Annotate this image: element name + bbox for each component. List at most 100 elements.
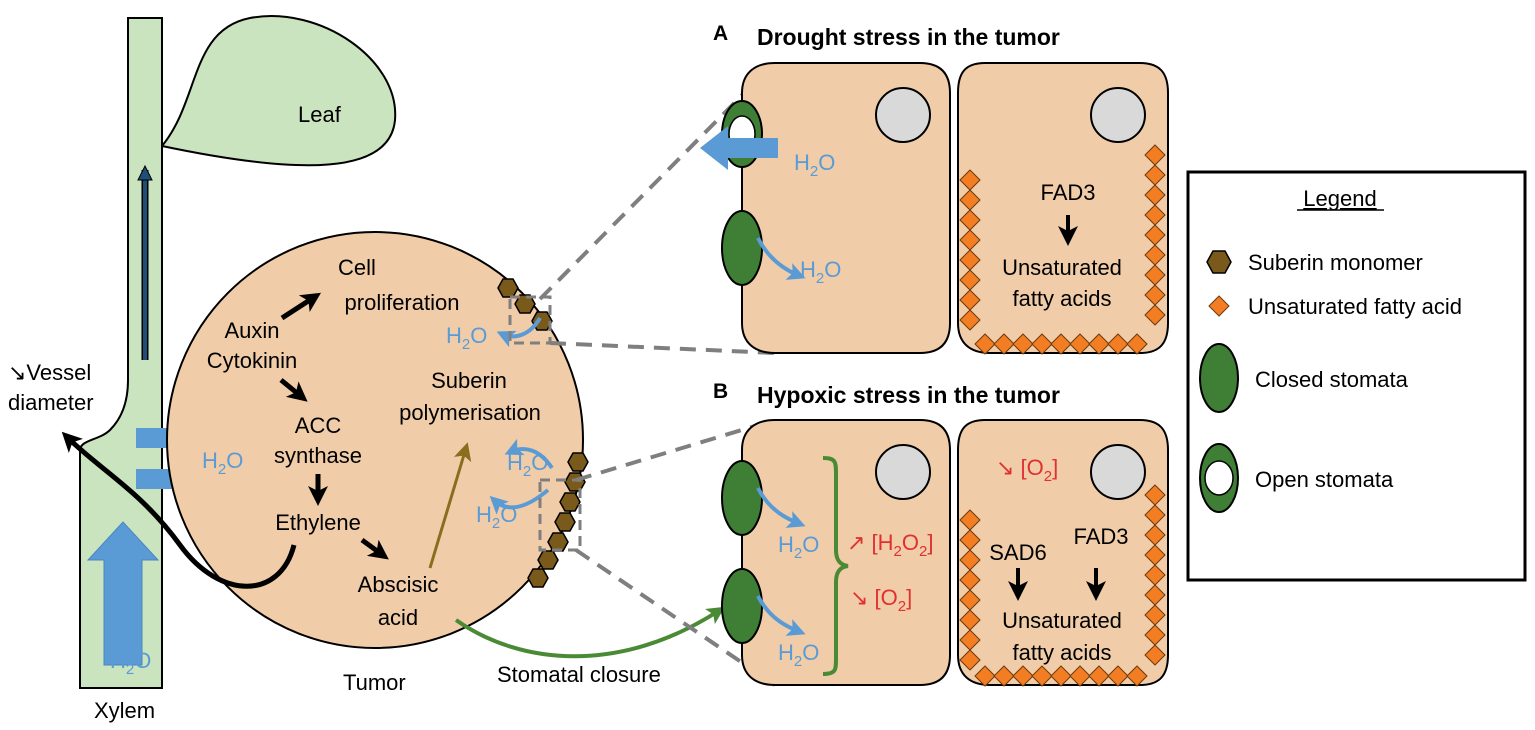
fatty-acid-diamond (1107, 665, 1129, 687)
panel-b-closed-stomata-upper (721, 460, 763, 536)
tumor-water-arrows (489, 316, 554, 515)
fatty-acid-diamond (1050, 665, 1072, 687)
fatty-acid-diamond (1069, 333, 1091, 355)
tumor-water-top: H2O (446, 323, 487, 353)
fatty-acid-diamond (1012, 333, 1034, 355)
zoom-box-b (538, 478, 582, 552)
fatty-acid-diamond (1144, 304, 1166, 326)
tumor-inflow-water: H2O (202, 448, 243, 478)
panel-a-letter: A (713, 22, 728, 45)
closed-stomata-icon (1199, 343, 1239, 413)
plant-structure (79, 15, 397, 689)
abscisic-acid-line2: acid (378, 605, 418, 630)
tumor-water-low: H2O (476, 502, 517, 532)
panel-b-h2o2: ↗ [H2O2] (847, 530, 933, 560)
panel-a-fatty-acids (959, 144, 1166, 355)
fatty-acid-diamond (959, 649, 981, 671)
panel-b-enzyme2: FAD3 (1073, 524, 1128, 549)
auxin-label: Auxin (224, 318, 279, 343)
panel-a-product-line2: fatty acids (1012, 286, 1111, 311)
legend-item-open-stomata: Open stomata (1255, 467, 1394, 492)
panel-a-water-main: H2O (794, 150, 835, 180)
panel-b-nucleus-left (875, 444, 931, 500)
panel-a-product-line1: Unsaturated (1002, 255, 1122, 280)
panel-a-water-loss-arrow (700, 126, 778, 170)
suberin-arrow (428, 442, 472, 569)
vessel-label-line2: diameter (8, 390, 94, 415)
fatty-acid-diamond (1031, 333, 1053, 355)
legend-box: Legend Suberin monomer Unsaturated fatty… (1186, 170, 1527, 582)
panel-a-cells (700, 62, 1169, 355)
tumor-label: Tumor (343, 670, 406, 695)
panel-a-water-lower: H2O (800, 257, 841, 287)
cell-proliferation-line1: Cell (338, 255, 376, 280)
fatty-acid-diamond (1050, 333, 1072, 355)
panel-a-closed-stomata (721, 210, 763, 286)
xylem-label: Xylem (94, 698, 155, 723)
leaf-shape (160, 15, 397, 167)
xylem-water-arrow (86, 521, 160, 666)
panel-b-enzyme1: SAD6 (989, 540, 1046, 565)
fatty-acid-diamond (959, 309, 981, 331)
panel-b-title: Hypoxic stress in the tumor (757, 382, 1060, 408)
legend-item-closed-stomata: Closed stomata (1255, 367, 1409, 392)
fatty-acid-diamond (1088, 665, 1110, 687)
legend-title: Legend (1303, 186, 1376, 211)
panel-b-water-upper: H2O (778, 532, 819, 562)
stomatal-closure-arrow (454, 606, 726, 659)
fatty-acid-diamond (1069, 665, 1091, 687)
panel-b-product-line2: fatty acids (1012, 640, 1111, 665)
panel-b-closed-stomata-lower (721, 568, 763, 644)
panel-b-product-line1: Unsaturated (1002, 608, 1122, 633)
cell-proliferation-line2: proliferation (345, 290, 460, 315)
abscisic-acid-line1: Abscisic (358, 572, 439, 597)
legend-item-suberin: Suberin monomer (1248, 250, 1423, 275)
fatty-acid-diamond (1088, 333, 1110, 355)
panel-b-nucleus-right (1090, 444, 1146, 500)
stomatal-closure-label: Stomatal closure (497, 662, 661, 687)
fatty-acid-diamond (1012, 665, 1034, 687)
fatty-acid-diamond (974, 665, 996, 687)
panel-a-title: Drought stress in the tumor (757, 24, 1060, 50)
diamond-icon (1208, 295, 1230, 317)
acc-synthase-line1: ACC (295, 413, 342, 438)
panel-b-water-arrow-lower (756, 595, 806, 636)
leaf-label: Leaf (298, 102, 342, 127)
suberin-line2: polymerisation (399, 400, 541, 425)
vessel-label-line1: ↘Vessel (8, 360, 91, 385)
tumor-water-mid: H2O (507, 450, 548, 480)
suberin-line1: Suberin (431, 368, 507, 393)
fatty-acid-diamond (1107, 333, 1129, 355)
panel-b-cells (721, 419, 1169, 687)
fatty-acid-diamond (974, 333, 996, 355)
cytokinin-label: Cytokinin (207, 348, 297, 373)
panel-b-fatty-acids (959, 484, 1166, 687)
fatty-acid-diamond (1031, 665, 1053, 687)
panel-b-letter: B (713, 380, 728, 403)
tumor-body (166, 231, 584, 649)
acc-synthase-line2: synthase (274, 443, 362, 468)
fatty-acid-diamond (993, 665, 1015, 687)
hexagon-icon (1206, 250, 1232, 274)
zoom-box-a (508, 295, 552, 345)
panel-b-water-arrow-upper (756, 487, 806, 528)
xylem-water-label: H2O (110, 648, 151, 678)
pathway-arrows (61, 292, 389, 589)
fatty-acid-diamond (1144, 644, 1166, 666)
fatty-acid-diamond (993, 333, 1015, 355)
panel-a-nucleus-right (1090, 87, 1146, 143)
panel-a-water-arrow (756, 237, 806, 280)
ethylene-label: Ethylene (275, 510, 361, 535)
fatty-acid-diamond (1126, 333, 1148, 355)
panel-a-enzyme: FAD3 (1040, 180, 1095, 205)
fatty-acid-diamond (1126, 665, 1148, 687)
zoom-lines (538, 60, 777, 687)
panel-b-water-lower: H2O (778, 640, 819, 670)
panel-b-o2-left: ↘ [O2] (850, 585, 912, 615)
panel-b-brace (822, 456, 849, 676)
panel-a-nucleus-left (875, 87, 931, 143)
suberin-monomers-top (497, 278, 553, 331)
legend-item-fatty-acid: Unsaturated fatty acid (1248, 294, 1462, 319)
panel-b-o2-right: ↘ [O2] (996, 455, 1058, 485)
